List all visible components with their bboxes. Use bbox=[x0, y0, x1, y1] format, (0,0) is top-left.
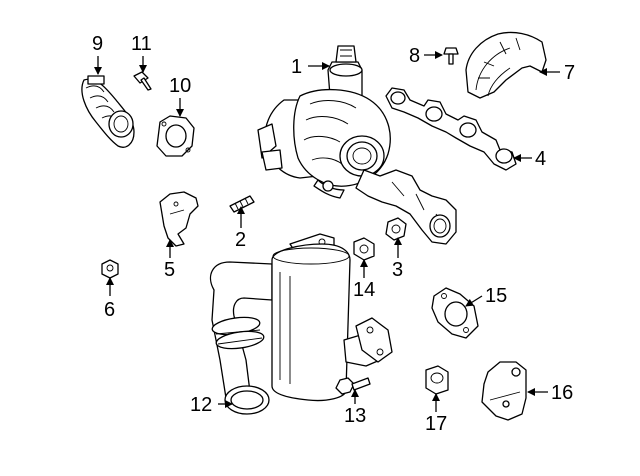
part-11-bolt[interactable] bbox=[133, 71, 152, 91]
part-1-turbocharger[interactable] bbox=[257, 45, 457, 245]
callout-14[interactable]: 14 bbox=[353, 279, 375, 301]
callout-3[interactable]: 3 bbox=[392, 259, 403, 281]
leader-15 bbox=[465, 295, 483, 307]
part-9-intake-hose[interactable] bbox=[81, 75, 135, 148]
part-12-catalytic-converter[interactable] bbox=[209, 233, 393, 415]
part-5-bracket[interactable] bbox=[159, 191, 199, 247]
part-3-nut[interactable] bbox=[385, 217, 407, 241]
part-7-heat-shield[interactable] bbox=[465, 31, 547, 99]
callout-2[interactable]: 2 bbox=[235, 229, 246, 251]
callout-4[interactable]: 4 bbox=[535, 148, 546, 170]
part-17-nut[interactable] bbox=[425, 365, 449, 395]
callout-12[interactable]: 12 bbox=[190, 394, 212, 416]
callout-labels: 1 2 3 4 5 6 7 8 9 11 10 12 13 14 15 16 1… bbox=[92, 33, 575, 435]
part-16-bracket[interactable] bbox=[481, 361, 527, 421]
callout-10-label-11[interactable]: 11 bbox=[131, 33, 152, 55]
callout-8[interactable]: 8 bbox=[409, 45, 420, 67]
callout-10[interactable]: 10 bbox=[169, 75, 191, 97]
callout-7[interactable]: 7 bbox=[564, 62, 575, 84]
callout-5[interactable]: 5 bbox=[164, 259, 175, 281]
callout-9[interactable]: 9 bbox=[92, 33, 103, 55]
callout-1[interactable]: 1 bbox=[291, 56, 302, 78]
part-6-nut[interactable] bbox=[101, 259, 119, 279]
callout-16[interactable]: 16 bbox=[551, 382, 573, 404]
callout-15[interactable]: 15 bbox=[485, 285, 507, 307]
callout-13[interactable]: 13 bbox=[344, 405, 366, 427]
part-8-bolt[interactable] bbox=[443, 47, 459, 65]
part-13-bolt[interactable] bbox=[335, 377, 371, 395]
part-2-stud[interactable] bbox=[229, 195, 255, 213]
callout-6[interactable]: 6 bbox=[104, 299, 115, 321]
callout-17[interactable]: 17 bbox=[425, 413, 447, 435]
part-15-flange-gasket[interactable] bbox=[431, 287, 479, 339]
part-4-manifold-gasket[interactable] bbox=[385, 87, 517, 171]
part-14-nut[interactable] bbox=[353, 237, 375, 261]
leader-lines bbox=[94, 51, 560, 412]
part-10-gasket[interactable] bbox=[156, 115, 195, 157]
